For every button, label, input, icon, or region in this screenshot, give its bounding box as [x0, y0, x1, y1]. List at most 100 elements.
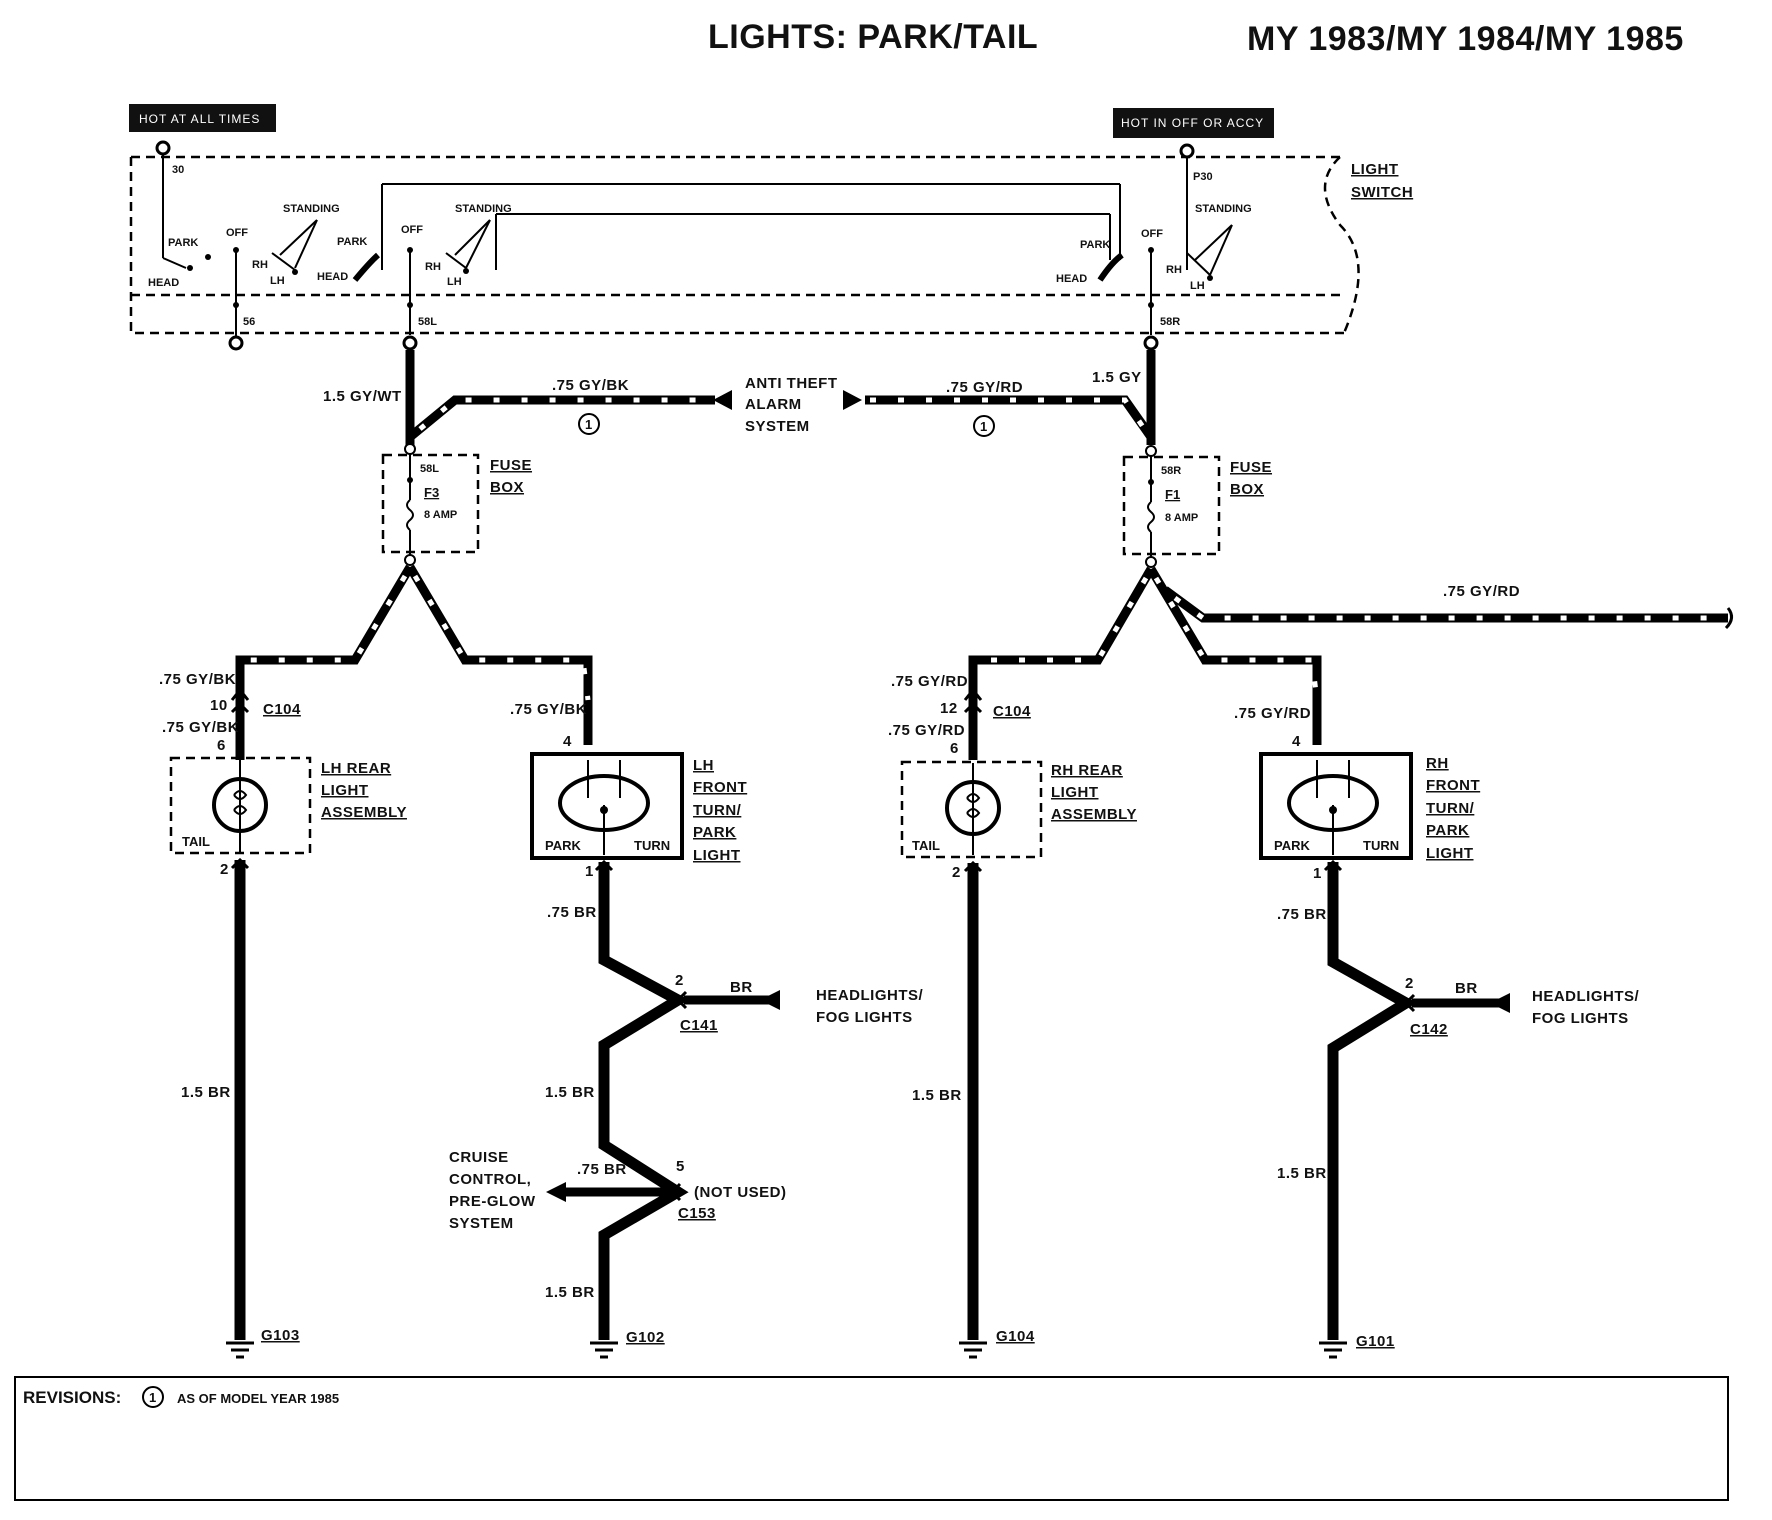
- diagram-label: FUSE: [490, 457, 532, 474]
- diagram-label: PARK: [1080, 239, 1110, 251]
- hot-at-all-times-text: HOT AT ALL TIMES: [139, 112, 260, 126]
- diagram-label: 1.5 BR: [545, 1284, 595, 1301]
- diagram-label: C104: [263, 701, 301, 718]
- headlights-label-right-2: FOG LIGHTS: [1532, 1010, 1629, 1027]
- diagram-label: 58R: [1161, 465, 1181, 477]
- wire-anti-theft-left: [407, 395, 715, 441]
- diagram-label: 4: [1292, 733, 1301, 750]
- terminal-30-circle: [155, 140, 171, 156]
- anti-theft-label-3: SYSTEM: [745, 418, 810, 435]
- lh-rear-light-assembly: TAIL: [169, 756, 312, 855]
- light-switch-label-1: LIGHT: [1351, 161, 1399, 178]
- diagram-label: 2: [952, 864, 961, 881]
- diagram-label: .75 GY/RD: [1234, 705, 1311, 722]
- label-anti-theft-gy-bk: .75 GY/BK: [552, 377, 629, 394]
- light-switch-box: [129, 155, 1360, 335]
- diagram-label: G104: [996, 1328, 1035, 1345]
- diagram-label: 2: [675, 972, 684, 989]
- diagram-label: .75 GY/RD: [891, 673, 968, 690]
- diagram-label: TURN: [634, 838, 670, 853]
- wire-gy-rd-to-rh-front: [1147, 566, 1322, 745]
- revision-marker-right: [973, 415, 995, 437]
- diagram-label: BR: [1455, 980, 1478, 997]
- switch-group-58l: PARK HEAD OFF RH LH STANDING 58L: [317, 203, 512, 335]
- diagram-label: BOX: [1230, 481, 1264, 498]
- diagram-label: 56: [243, 316, 255, 328]
- terminal-58r: [1143, 335, 1159, 351]
- label-anti-theft-gy-rd: .75 GY/RD: [946, 379, 1023, 396]
- diagram-label: OFF: [226, 227, 248, 239]
- diagram-label: 4: [563, 733, 572, 750]
- hot-in-off-accy-text: HOT IN OFF OR ACCY: [1121, 116, 1264, 130]
- diagram-label: TAIL: [182, 834, 210, 849]
- diagram-label: 5: [676, 1158, 685, 1175]
- diagram-label: 30: [172, 164, 184, 176]
- diagram-label: LIGHT: [1426, 845, 1474, 862]
- wire-br-lh-front: [598, 862, 690, 1340]
- revisions-text: AS OF MODEL YEAR 1985: [177, 1391, 339, 1406]
- diagram-label: .75 GY/BK: [510, 701, 587, 718]
- ground-g101: G101: [1319, 1333, 1395, 1359]
- rh-rear-label-2: LIGHT: [1051, 784, 1099, 801]
- diagram-label: RH: [425, 261, 441, 273]
- diagram-label: OFF: [401, 224, 423, 236]
- diagram-label: PARK: [1274, 838, 1310, 853]
- diagram-label: 12: [940, 700, 958, 717]
- diagram-label: RH: [1166, 264, 1182, 276]
- diagram-label: 1: [980, 419, 987, 434]
- diagram-label: (NOT USED): [694, 1184, 787, 1201]
- diagram-label: .75 BR: [547, 904, 597, 921]
- diagram-label: FUSE: [1230, 459, 1272, 476]
- diagram-label: 10: [210, 697, 228, 714]
- diagram-label: 58R: [1160, 316, 1180, 328]
- diagram-label: LH: [1190, 280, 1205, 292]
- diagram-label: 58L: [420, 463, 439, 475]
- diagram-label: RH: [252, 259, 268, 271]
- revisions-box: [14, 1376, 1729, 1501]
- anti-theft-label-2: ALARM: [745, 396, 802, 413]
- diagram-label: G103: [261, 1327, 300, 1344]
- connector-c104-right: 12 C104 .75 GY/RD 6: [888, 687, 1031, 760]
- diagram-label: .75 GY/BK: [162, 719, 239, 736]
- diagram-label: STANDING: [1195, 203, 1252, 215]
- connector-c153: 5 .75 BR (NOT USED) C153: [546, 1158, 787, 1222]
- lh-front-turn-park-light: PARK TURN 4: [530, 733, 684, 860]
- diagram-label: 1.5 BR: [181, 1084, 231, 1101]
- ground-g102: G102: [590, 1329, 664, 1359]
- diagram-label: TURN/: [693, 802, 742, 819]
- diagram-label: LIGHT: [693, 847, 741, 864]
- diagram-label: STANDING: [455, 203, 512, 215]
- diagram-label: 1.5 BR: [545, 1084, 595, 1101]
- hot-in-off-accy-tag: [1113, 108, 1274, 138]
- diagram-label: TURN: [1363, 838, 1399, 853]
- cruise-label-1: CRUISE: [449, 1149, 509, 1166]
- switch-group-58r: PARK HEAD OFF RH LH STANDING P30 58R: [1056, 171, 1252, 335]
- lh-rear-label-3: ASSEMBLY: [321, 804, 407, 821]
- fuse-box-left: 58L F3 8 AMP FUSE BOX: [381, 443, 532, 566]
- revisions-label: REVISIONS:: [23, 1388, 121, 1407]
- diagram-label: 6: [950, 740, 959, 757]
- wire-br-rh-front: [1327, 862, 1417, 1340]
- diagram-label: C141: [680, 1017, 718, 1034]
- label-gy-rd-continuation: .75 GY/RD: [1443, 583, 1520, 600]
- diagram-label: .75 BR: [577, 1161, 627, 1178]
- light-switch-label-2: SWITCH: [1351, 184, 1413, 201]
- diagram-label: LH: [447, 276, 462, 288]
- diagram-label: HEAD: [148, 277, 179, 289]
- diagram-label: PARK: [1426, 822, 1469, 839]
- cruise-label-2: CONTROL,: [449, 1171, 531, 1188]
- cruise-label-3: PRE-GLOW: [449, 1193, 536, 1210]
- diagram-label: .75 GY/RD: [888, 722, 965, 739]
- diagram-label: P30: [1193, 171, 1213, 183]
- headlights-label-right-1: HEADLIGHTS/: [1532, 988, 1640, 1005]
- connector-c141: 2 BR C141: [675, 972, 780, 1034]
- diagram-label: C153: [678, 1205, 716, 1222]
- headlights-label-left-1: HEADLIGHTS/: [816, 987, 924, 1004]
- lh-rear-label-2: LIGHT: [321, 782, 369, 799]
- diagram-label: PARK: [693, 824, 736, 841]
- terminal-p30-circle: [1179, 143, 1195, 159]
- diagram-label: TAIL: [912, 838, 940, 853]
- rh-front-turn-park-light: PARK TURN 4: [1259, 733, 1413, 860]
- diagram-label: G101: [1356, 1333, 1395, 1350]
- diagram-label: C142: [1410, 1021, 1448, 1038]
